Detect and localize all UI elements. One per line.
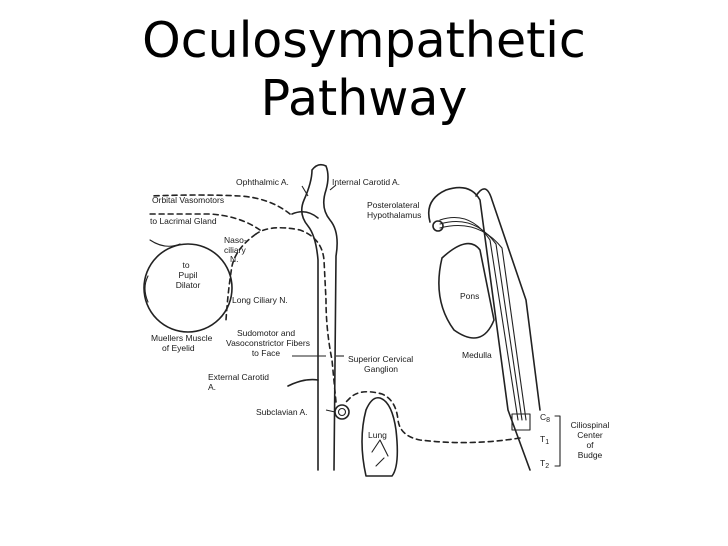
lacrimal-path (147, 213, 261, 231)
subclavian-pointer (325, 409, 336, 413)
brainstem (427, 186, 561, 471)
tract-2 (439, 220, 523, 421)
label-subclavian: Subclavian A. (256, 407, 308, 417)
upper-eyelid (149, 239, 181, 247)
label-t2: T2 (540, 458, 549, 470)
label-ciliospinal-3: of (586, 440, 594, 450)
tract-3 (439, 224, 527, 421)
label-lacrimal-gland: to Lacrimal Gland (150, 216, 217, 226)
label-ciliospinal-4: Budge (578, 450, 603, 460)
internal-carotid-artery (291, 163, 338, 471)
lung (361, 396, 399, 477)
ophthalmic-pointer (301, 185, 309, 197)
label-lung: Lung (368, 430, 387, 440)
preganglionic-fibers (343, 390, 521, 444)
eye-outline (143, 243, 233, 333)
label-sudomotor-2: Vasoconstrictor Fibers (226, 338, 310, 348)
label-pupil-1: to (182, 260, 189, 270)
label-naso-1: Naso- (224, 235, 247, 245)
internal-carotid-pointer (329, 184, 337, 191)
brainstem-outline-right (475, 188, 541, 411)
ciliary-nerve-path (225, 233, 257, 321)
label-superior-cervical-2: Ganglion (364, 364, 398, 374)
external-carotid-branch (287, 378, 319, 387)
label-pupil-2: Pupil (179, 270, 198, 280)
label-superior-cervical-1: Superior Cervical (348, 354, 413, 364)
label-naso-3: N. (230, 254, 239, 264)
label-orbital-vasomotors: Orbital Vasomotors (152, 195, 224, 205)
slide-title: Oculosympathetic Pathway (0, 12, 728, 128)
label-ophthalmic: Ophthalmic A. (236, 177, 289, 187)
label-posterolateral-1: Posterolateral (367, 200, 420, 210)
label-external-carotid-1: External Carotid (208, 372, 269, 382)
brainstem-outline-left (427, 186, 531, 471)
label-ciliospinal-1: Ciliospinal (571, 420, 610, 430)
label-sudomotor-1: Sudomotor and (237, 328, 295, 338)
title-line-1: Oculosympathetic (142, 12, 586, 69)
eye-globe (143, 239, 233, 333)
label-pons: Pons (460, 291, 479, 301)
label-internal-carotid: Internal Carotid A. (332, 177, 400, 187)
label-naso-2: ciliary (224, 245, 246, 255)
subclavian-artery (334, 404, 350, 420)
oculosympathetic-pathway-diagram: Ophthalmic A. Internal Carotid A. Orbita… (143, 163, 610, 477)
orbital-vasomotor-path (149, 194, 291, 215)
label-t1: T1 (540, 434, 549, 446)
label-long-ciliary: Long Ciliary N. (232, 295, 288, 305)
iris-edge (144, 275, 149, 303)
label-medulla: Medulla (462, 350, 492, 360)
label-c8: C8 (540, 412, 550, 424)
label-muellers-1: Muellers Muscle (151, 333, 213, 343)
postganglionic-fibers (255, 226, 337, 403)
label-pupil-3: Dilator (176, 280, 201, 290)
lung-hilum (371, 439, 389, 467)
ophthalmic-branch (291, 210, 319, 219)
title-line-2: Pathway (260, 70, 468, 127)
label-muellers-2: of Eyelid (162, 343, 195, 353)
label-ciliospinal-2: Center (577, 430, 603, 440)
label-posterolateral-2: Hypothalamus (367, 210, 421, 220)
label-sudomotor-3: to Face (252, 348, 281, 358)
tract-1 (439, 216, 519, 421)
ciliospinal-bracket (554, 415, 561, 467)
ciliospinal-block (511, 413, 531, 431)
carotid-walls (300, 163, 338, 471)
hypothalamus-nucleus (432, 220, 444, 232)
pons-outline (438, 242, 495, 339)
label-external-carotid-2: A. (208, 382, 216, 392)
